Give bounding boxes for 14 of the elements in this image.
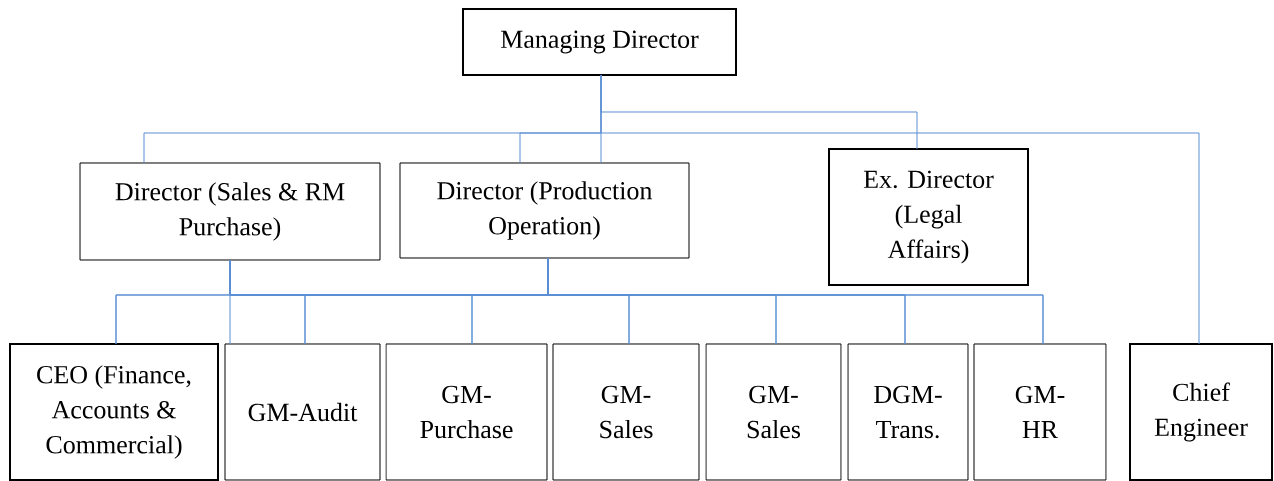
position-box: GM-Purchase — [385, 343, 548, 481]
position-box: DGM-Trans. — [847, 343, 969, 481]
position-box: GM-Audit — [224, 343, 381, 481]
position-box: CEO (Finance, Accounts & Commercial) — [9, 343, 219, 481]
position-box: Ex. Director (Legal Affairs) — [828, 148, 1029, 286]
position-box: Director (Sales & RM Purchase) — [79, 162, 381, 261]
position-box: Managing Director — [462, 8, 737, 76]
connector-line — [600, 74, 1200, 345]
position-box: GM-HR — [973, 343, 1107, 481]
position-box: Director (Production Operation) — [399, 162, 690, 259]
connector-line — [547, 257, 1044, 345]
position-box: GM-Sales — [552, 343, 700, 481]
position-box: Chief Engineer — [1129, 343, 1273, 481]
position-box: GM-Sales — [705, 343, 842, 481]
